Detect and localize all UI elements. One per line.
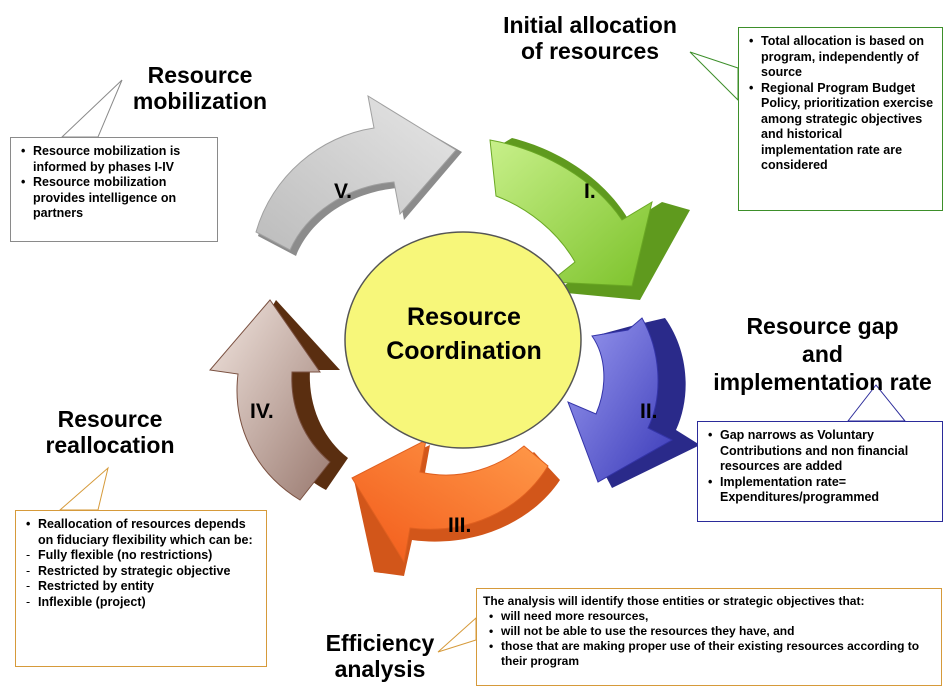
arrow-phase-iii xyxy=(351,439,560,576)
callout-resource-mobilization: Resource mobilization is informed by pha… xyxy=(10,137,218,242)
numeral-i: I. xyxy=(584,180,596,203)
callout-tail-v xyxy=(60,79,123,138)
dash-item: Restricted by strategic objective xyxy=(20,564,262,580)
bullet-item: Implementation rate= Expenditures/progra… xyxy=(702,475,938,506)
callout-efficiency-analysis: The analysis will identify those entitie… xyxy=(476,588,942,686)
arrow-phase-i xyxy=(489,138,690,300)
heading-resource-mobilization: Resource mobilization xyxy=(132,62,268,114)
arrow-phase-iv xyxy=(209,299,348,501)
callout-initial-allocation: Total allocation is based on program, in… xyxy=(738,27,943,211)
bullet-item: Total allocation is based on program, in… xyxy=(743,34,938,81)
center-circle xyxy=(344,231,582,449)
numeral-v: V. xyxy=(334,180,352,203)
bullet-item: Regional Program Budget Policy, prioriti… xyxy=(743,81,938,174)
heading-resource-gap: Resource gap and implementation rate xyxy=(713,313,932,395)
callout-resource-gap: Gap narrows as Voluntary Contributions a… xyxy=(697,421,943,522)
bullet-item: will not be able to use the resources th… xyxy=(483,624,935,639)
numeral-ii: II. xyxy=(640,400,658,423)
heading-efficiency-analysis: Efficiency analysis xyxy=(325,630,435,682)
efficiency-intro: The analysis will identify those entitie… xyxy=(483,594,865,608)
bullet-item: will need more resources, xyxy=(483,609,935,624)
callout-resource-reallocation: Reallocation of resources depends on fid… xyxy=(15,510,267,667)
dash-item: Inflexible (project) xyxy=(20,595,262,611)
bullet-item: Resource mobilization is informed by pha… xyxy=(15,144,213,175)
dash-item: Fully flexible (no restrictions) xyxy=(20,548,262,564)
center-title: Resource Coordination xyxy=(350,300,578,368)
center-title-line2: Coordination xyxy=(386,337,542,365)
heading-resource-reallocation: Resource reallocation xyxy=(45,406,175,458)
bullet-item: Reallocation of resources depends on fid… xyxy=(20,517,262,548)
bullet-item: those that are making proper use of thei… xyxy=(483,639,935,669)
numeral-iii: III. xyxy=(448,514,472,537)
bullet-item: Gap narrows as Voluntary Contributions a… xyxy=(702,428,938,475)
bullet-item: Resource mobilization provides intellige… xyxy=(15,175,213,222)
numeral-iv: IV. xyxy=(250,400,274,423)
arrow-phase-ii xyxy=(567,317,700,488)
center-title-line1: Resource xyxy=(407,303,521,331)
callout-tail-iv xyxy=(58,466,109,511)
arrow-phase-v xyxy=(255,94,462,256)
dash-item: Restricted by entity xyxy=(20,579,262,595)
heading-initial-allocation: Initial allocation of resources xyxy=(503,12,677,64)
